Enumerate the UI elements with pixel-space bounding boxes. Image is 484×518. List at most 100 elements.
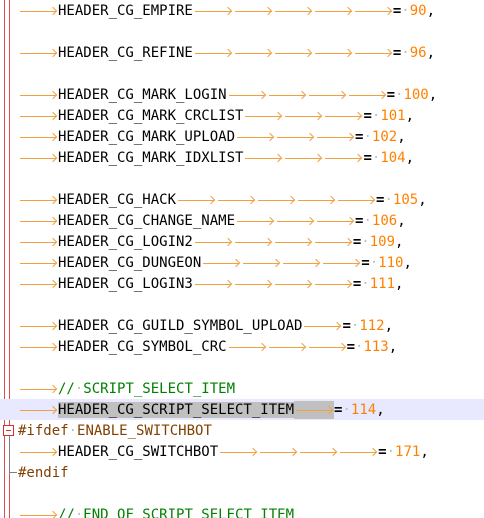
equals-operator: = xyxy=(392,3,402,19)
code-line[interactable]: //·END_OF_SCRIPT_SELECT_ITEM xyxy=(0,504,484,518)
equals-operator: = xyxy=(355,213,364,229)
whitespace-dot: · xyxy=(401,45,410,61)
code-line[interactable]: HEADER_CG_LOGIN2=·109, xyxy=(0,231,484,252)
enum-value: 110 xyxy=(378,255,404,271)
code-row: HEADER_CG_MARK_IDXLIST=·104, xyxy=(18,149,414,167)
equals-operator: = xyxy=(386,87,396,103)
enum-value: 96 xyxy=(409,45,427,61)
code-line[interactable]: //·SCRIPT_SELECT_ITEM xyxy=(0,378,484,399)
code-line[interactable]: #ifdef·ENABLE_SWITCHBOT xyxy=(0,420,484,441)
tab-arrow-icon xyxy=(18,317,58,335)
fold-collapse-icon[interactable] xyxy=(3,425,14,436)
equals-operator: = xyxy=(376,192,385,208)
tab-arrow-icon xyxy=(241,254,281,272)
equals-operator: = xyxy=(352,234,362,250)
tab-arrow-icon xyxy=(18,506,58,518)
tab-arrow-icon xyxy=(273,2,313,20)
whitespace-dot: · xyxy=(68,423,78,439)
code-line[interactable] xyxy=(0,483,484,504)
code-row: HEADER_CG_SWITCHBOT=·171, xyxy=(18,443,429,461)
identifier: HEADER_CG_SWITCHBOT xyxy=(58,444,219,460)
code-line[interactable]: HEADER_CG_HACK=·105, xyxy=(0,189,484,210)
code-line[interactable]: HEADER_CG_LOGIN3=·111, xyxy=(0,273,484,294)
enum-value: 113 xyxy=(363,339,389,355)
tab-arrow-icon xyxy=(307,86,347,104)
code-line[interactable]: HEADER_CG_REFINE=·96, xyxy=(0,42,484,63)
code-row: HEADER_CG_EMPIRE=·90, xyxy=(18,2,435,20)
tab-arrow-icon xyxy=(18,338,58,356)
tab-arrow-icon xyxy=(233,275,273,293)
whitespace-dot: · xyxy=(386,444,396,460)
code-line[interactable]: HEADER_CG_SYMBOL_CRC=·113, xyxy=(0,336,484,357)
identifier: HEADER_CG_LOGIN3 xyxy=(58,276,193,292)
tab-arrow-icon xyxy=(235,128,275,146)
tab-arrow-icon xyxy=(321,254,361,272)
equals-operator: = xyxy=(361,255,370,271)
code-line[interactable]: HEADER_CG_MARK_LOGIN=·100, xyxy=(0,84,484,105)
code-row: HEADER_CG_REFINE=·96, xyxy=(18,44,435,62)
equals-operator: = xyxy=(352,276,362,292)
comma: , xyxy=(420,444,429,460)
code-row: HEADER_CG_SYMBOL_CRC=·113, xyxy=(18,338,397,356)
code-line[interactable]: HEADER_CG_MARK_IDXLIST=·104, xyxy=(0,147,484,168)
code-line[interactable]: HEADER_CG_MARK_CRCLIST=·101, xyxy=(0,105,484,126)
tab-arrow-icon xyxy=(275,212,315,230)
tab-arrow-icon xyxy=(193,275,233,293)
tab-arrow-icon xyxy=(216,191,256,209)
tab-arrow-icon xyxy=(18,2,58,20)
code-line[interactable]: HEADER_CG_GUILD_SYMBOL_UPLOAD=·112, xyxy=(0,315,484,336)
code-line[interactable]: HEADER_CG_CHANGE_NAME=·106, xyxy=(0,210,484,231)
whitespace-dot: · xyxy=(395,87,404,103)
tab-arrow-icon xyxy=(18,191,58,209)
margin-rule-line xyxy=(4,0,5,518)
tab-arrow-icon xyxy=(233,2,273,20)
tab-arrow-icon xyxy=(18,380,58,398)
code-row: //·SCRIPT_SELECT_ITEM xyxy=(18,380,235,398)
tab-arrow-icon xyxy=(353,44,393,62)
tab-arrow-icon xyxy=(18,401,58,419)
tab-arrow-icon xyxy=(273,233,313,251)
code-line[interactable]: HEADER_CG_SWITCHBOT=·171, xyxy=(0,441,484,462)
tab-arrow-icon xyxy=(18,107,58,125)
comment-prefix: // xyxy=(58,507,75,518)
equals-operator: = xyxy=(392,45,402,61)
code-line[interactable]: HEADER_CG_SCRIPT_SELECT_ITEM=·114, xyxy=(0,399,484,420)
code-line[interactable] xyxy=(0,357,484,378)
code-row: HEADER_CG_DUNGEON=·110, xyxy=(18,254,412,272)
identifier: HEADER_CG_MARK_LOGIN xyxy=(58,87,227,103)
comma: , xyxy=(426,3,436,19)
enum-value: 171 xyxy=(395,444,421,460)
tab-arrow-icon xyxy=(233,233,273,251)
tab-arrow-icon xyxy=(233,44,273,62)
tab-arrow-icon xyxy=(336,191,376,209)
identifier: HEADER_CG_SYMBOL_CRC xyxy=(58,339,227,355)
tab-arrow-icon xyxy=(235,212,275,230)
tab-arrow-icon xyxy=(18,443,58,461)
whitespace-dot: · xyxy=(355,339,364,355)
code-row: HEADER_CG_CHANGE_NAME=·106, xyxy=(18,212,406,230)
code-line[interactable] xyxy=(0,63,484,84)
whitespace-dot: · xyxy=(371,150,381,166)
code-line[interactable]: HEADER_CG_MARK_UPLOAD=·102, xyxy=(0,126,484,147)
tab-arrow-icon xyxy=(18,128,58,146)
tab-arrow-icon xyxy=(275,128,315,146)
comma: , xyxy=(428,87,438,103)
tab-arrow-icon xyxy=(313,233,353,251)
identifier: HEADER_CG_SCRIPT_SELECT_ITEM xyxy=(58,402,295,418)
margin-rule-line xyxy=(9,0,10,518)
tab-arrow-icon xyxy=(323,149,363,167)
whitespace-dot: · xyxy=(384,192,393,208)
code-line[interactable]: HEADER_CG_EMPIRE=·90, xyxy=(0,0,484,21)
tab-arrow-icon xyxy=(298,443,338,461)
whitespace-dot: · xyxy=(369,255,379,271)
equals-operator: = xyxy=(363,150,372,166)
comma: , xyxy=(388,339,398,355)
code-line[interactable] xyxy=(0,21,484,42)
enum-value: 112 xyxy=(359,318,385,334)
code-line[interactable] xyxy=(0,294,484,315)
code-line[interactable] xyxy=(0,168,484,189)
code-line[interactable]: HEADER_CG_DUNGEON=·110, xyxy=(0,252,484,273)
tab-arrow-icon xyxy=(243,149,283,167)
code-line[interactable]: #endif xyxy=(0,462,484,483)
